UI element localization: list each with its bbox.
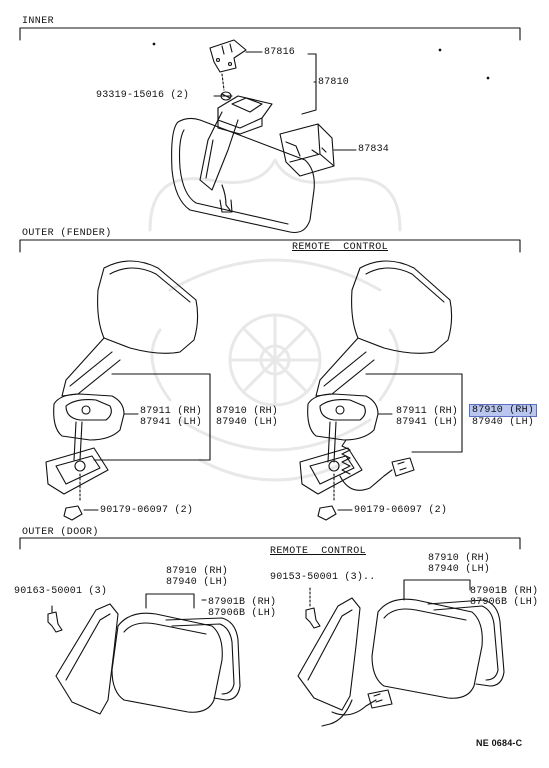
section-remote-control-fender-title: REMOTE CONTROL bbox=[292, 242, 389, 253]
section-brackets bbox=[19, 27, 521, 550]
part-label-87906b-lh[interactable]: 87906B (LH) bbox=[208, 608, 277, 619]
part-label-87906b-lh-remote[interactable]: 87906B (LH) bbox=[470, 597, 539, 608]
diagram-code: NE 0684-C bbox=[476, 738, 523, 748]
section-remote-control-door-title: REMOTE CONTROL bbox=[270, 546, 367, 557]
section-inner-title: INNER bbox=[22, 16, 55, 27]
section-outer-fender-title: OUTER (FENDER) bbox=[22, 228, 112, 239]
section-outer-door-title: OUTER (DOOR) bbox=[22, 527, 99, 538]
part-label-87810[interactable]: 87810 bbox=[318, 77, 350, 88]
part-label-87910-rh[interactable]: 87910 (RH) bbox=[216, 406, 279, 417]
part-label-87940-lh-door-remote[interactable]: 87940 (LH) bbox=[428, 564, 491, 575]
part-label-87911-rh[interactable]: 87911 (RH) bbox=[140, 406, 203, 417]
part-label-87901b-rh-remote[interactable]: 87901B (RH) bbox=[470, 586, 539, 597]
part-label-90179-06097[interactable]: 90179-06097 (2) bbox=[100, 505, 194, 516]
part-label-87910-rh-door[interactable]: 87910 (RH) bbox=[166, 566, 229, 577]
part-label-90163-50001[interactable]: 90163-50001 (3) bbox=[14, 586, 108, 597]
part-label-87911-rh-remote[interactable]: 87911 (RH) bbox=[396, 406, 459, 417]
part-label-87910-rh-door-remote[interactable]: 87910 (RH) bbox=[428, 553, 491, 564]
part-label-87910-rh-remote-highlighted[interactable]: 87910 (RH) bbox=[468, 404, 538, 417]
part-label-87941-lh-remote[interactable]: 87941 (LH) bbox=[396, 417, 459, 428]
part-label-87901b-rh[interactable]: 87901B (RH) bbox=[208, 597, 277, 608]
fender-mirror-left bbox=[45, 260, 211, 521]
part-label-87940-lh[interactable]: 87940 (LH) bbox=[216, 417, 279, 428]
part-label-87940-lh-remote[interactable]: 87940 (LH) bbox=[472, 417, 535, 428]
fender-mirror-right bbox=[299, 260, 463, 521]
part-label-90153-50001[interactable]: 90153-50001 (3).. bbox=[270, 572, 376, 583]
part-label-87834[interactable]: 87834 bbox=[358, 144, 390, 155]
part-label-90179-06097-remote[interactable]: 90179-06097 (2) bbox=[354, 505, 448, 516]
door-mirror-right bbox=[297, 579, 505, 727]
door-mirror-left bbox=[47, 593, 241, 715]
part-label-87816[interactable]: 87816 bbox=[264, 47, 296, 58]
inner-mirror-illustration bbox=[152, 39, 490, 234]
part-label-87940-lh-door[interactable]: 87940 (LH) bbox=[166, 577, 229, 588]
part-label-93319-15016[interactable]: 93319-15016 (2) bbox=[96, 90, 190, 101]
watermark-emblem bbox=[148, 158, 402, 482]
part-label-87941-lh[interactable]: 87941 (LH) bbox=[140, 417, 203, 428]
